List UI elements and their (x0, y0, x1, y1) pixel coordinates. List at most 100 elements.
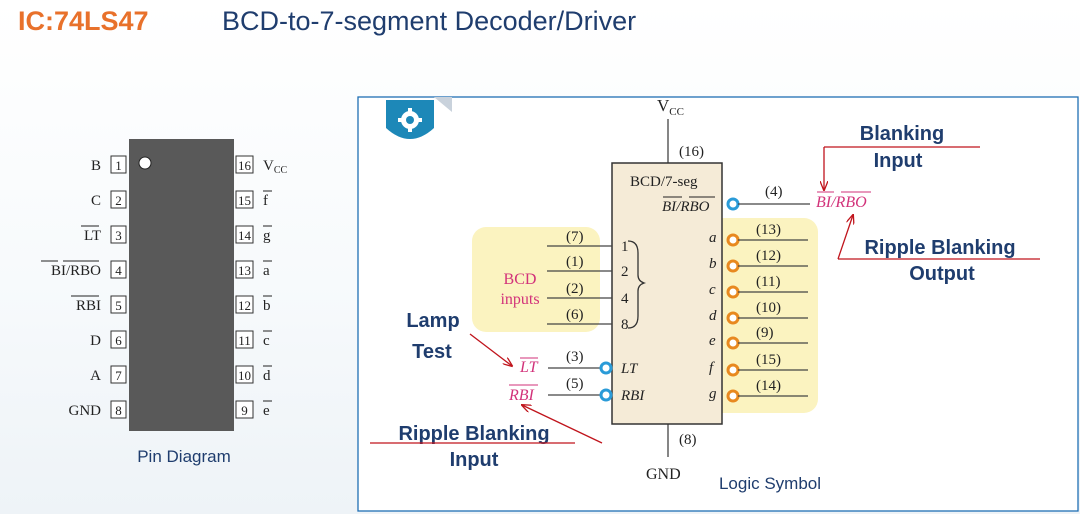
rbi-pin-number: (5) (566, 376, 584, 392)
pin-number: 10 (238, 368, 251, 383)
pin-number: 8 (115, 403, 122, 418)
pin-number: 3 (115, 228, 122, 243)
segment-label: b (709, 256, 717, 272)
output-pin-number: (13) (756, 222, 781, 238)
output-pin (726, 233, 740, 247)
pin-left-2: 2C (91, 190, 127, 209)
bi-rbo-pin (726, 197, 740, 211)
bcd-pin-number: (1) (566, 254, 584, 270)
bcd-weight: 2 (621, 264, 629, 280)
segment-label: g (709, 386, 717, 402)
pin-number: 9 (241, 403, 248, 418)
output-d: d (10) (709, 300, 808, 325)
output-pin-number: (10) (756, 300, 781, 316)
bi-rbo-external-label: BI/RBO (816, 194, 867, 211)
pin-name: BI/RBO (51, 263, 101, 279)
pin-left-4: 4 BI/RBO (41, 260, 127, 279)
output-pin-number: (12) (756, 248, 781, 264)
pin-left-5: 5 RBI (71, 295, 127, 314)
gnd-pin-number: (8) (679, 432, 697, 448)
rbi-pin (599, 388, 613, 402)
pin-name: VCC (263, 158, 288, 176)
annotation-blanking-input: Blanking Input (824, 123, 980, 190)
pin-name: B (91, 158, 101, 174)
output-pin (726, 363, 740, 377)
segment-label: f (709, 360, 715, 376)
pin-number: 14 (238, 228, 252, 243)
pin-left-7: 7A (90, 365, 127, 384)
bcd-pin-number: (2) (566, 281, 584, 297)
pin-left-1: 1B (91, 155, 127, 174)
pin-name: LT (84, 228, 101, 244)
pin-diagram-caption: Pin Diagram (137, 447, 231, 466)
pin-left-8: 8 GND (69, 400, 127, 419)
pin-number: 1 (115, 158, 122, 173)
lt-inner-label: LT (620, 361, 639, 377)
bcd-pin-number: (6) (566, 307, 584, 323)
pin-name: C (91, 193, 101, 209)
pin-number: 5 (115, 298, 122, 313)
pin-name: g (263, 228, 271, 244)
gnd-label: GND (646, 466, 681, 483)
rbi-external-label: RBI (508, 387, 535, 404)
pin-number: 4 (115, 263, 122, 278)
pin-right-10: 10 d (235, 365, 272, 384)
bcd-weight: 4 (621, 291, 629, 307)
vcc-pin-number: (16) (679, 144, 704, 160)
segment-label: e (709, 333, 716, 349)
slide-title: BCD-to-7-segment Decoder/Driver (222, 6, 637, 36)
svg-text:Ripple Blanking: Ripple Blanking (864, 237, 1015, 259)
pin-name: GND (69, 403, 102, 419)
lt-external-label: LT (519, 359, 539, 376)
bi-rbo-inner-label: BI/RBO (662, 199, 710, 215)
output-f: f (15) (709, 352, 808, 377)
output-a: a (13) (709, 222, 808, 247)
pin-number: 2 (115, 193, 122, 208)
lt-pin (599, 361, 613, 375)
pin-number: 16 (238, 158, 252, 173)
pin-right-14: 14 g (235, 225, 272, 244)
pin-name: b (263, 298, 271, 314)
page-fold (434, 97, 452, 112)
inputs-label: inputs (500, 291, 539, 308)
decoder-block (611, 162, 723, 425)
segment-label: d (709, 308, 717, 324)
pin-name: A (90, 368, 101, 384)
chip-body (129, 139, 234, 431)
pin-name: c (263, 333, 270, 349)
svg-text:Output: Output (909, 263, 975, 285)
bcd-brace (627, 240, 647, 329)
pin-number: 6 (115, 333, 122, 348)
pin-number: 13 (238, 263, 251, 278)
pin1-marker (138, 156, 152, 170)
bcd-input-1: (7)1 (547, 229, 629, 255)
output-pin-number: (15) (756, 352, 781, 368)
logic-symbol-caption: Logic Symbol (719, 474, 821, 493)
annotation-lamp-test: Lamp Test (406, 310, 512, 366)
pin-number: 15 (238, 193, 251, 208)
output-c: c(11) (709, 274, 808, 299)
rbi-inner-label: RBI (620, 388, 645, 404)
pin-right-16: 16 VCC (235, 155, 288, 176)
pin-name: f (263, 193, 268, 209)
output-pin-number: (11) (756, 274, 780, 290)
output-pin-number: (14) (756, 378, 781, 394)
output-e: e (9) (709, 325, 808, 350)
segment-label: a (709, 230, 717, 246)
pin-number: 11 (238, 333, 251, 348)
bcd-input-8: (6) 8 (547, 307, 629, 333)
bcd-input-2: (1) 2 (547, 254, 629, 280)
vcc-label: VCC (657, 96, 684, 118)
output-pin-number: (9) (756, 325, 774, 341)
pin-right-11: 11 c (235, 330, 272, 349)
annotation-ripple-blanking-output: Ripple Blanking Output (837, 215, 1040, 285)
pin-name: RBI (76, 298, 101, 314)
pin-name: d (263, 368, 271, 384)
pin-name: D (90, 333, 101, 349)
bcd-weight: 8 (621, 317, 629, 333)
svg-text:Blanking: Blanking (860, 123, 944, 145)
output-b: b (12) (709, 248, 808, 273)
